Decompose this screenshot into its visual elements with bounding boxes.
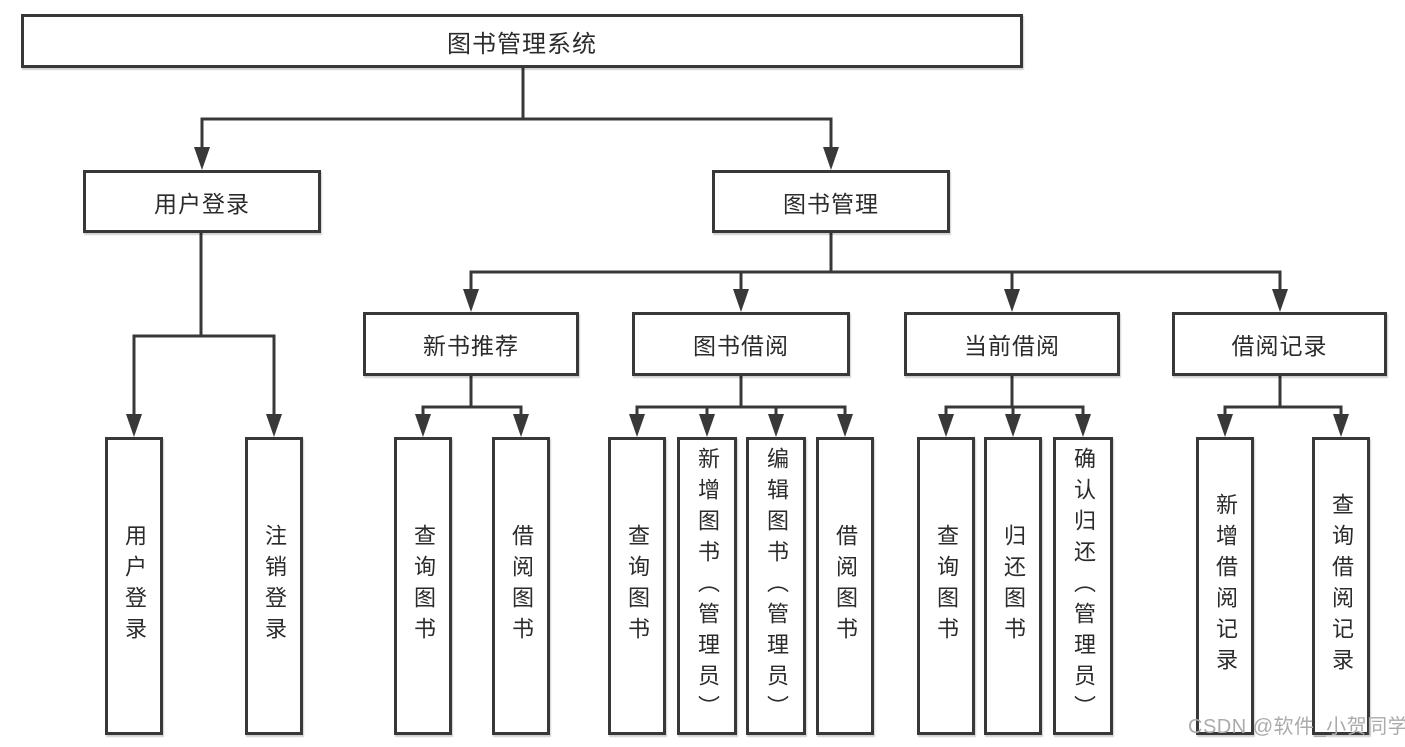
- node-current-borrow: 当前借阅: [904, 312, 1120, 376]
- node-label: 新增借阅记录: [1213, 493, 1238, 679]
- leaf-edit-books-admin: 编辑图书（管理员）: [746, 437, 806, 735]
- node-label: 用户登录: [122, 524, 147, 648]
- node-label: 用户登录: [154, 190, 250, 217]
- leaf-add-borrow-record: 新增借阅记录: [1196, 437, 1254, 735]
- leaf-return-books: 归还图书: [984, 437, 1042, 735]
- node-library-management-system: 图书管理系统: [21, 14, 1023, 68]
- node-label: 图书管理系统: [447, 30, 597, 58]
- node-label: 查询图书: [625, 524, 650, 648]
- node-new-book-recommend: 新书推荐: [363, 312, 579, 376]
- node-label: 图书借阅: [693, 333, 789, 359]
- node-user-login: 用户登录: [83, 170, 321, 233]
- csdn-watermark: CSDN @软件_小贺同学: [1188, 716, 1405, 738]
- node-label: 当前借阅: [964, 333, 1060, 359]
- leaf-query-books-recommend: 查询图书: [394, 437, 452, 735]
- node-label: 图书管理: [783, 190, 879, 217]
- leaf-borrow-books-recommend: 借阅图书: [492, 437, 550, 735]
- leaf-confirm-return-admin: 确认归还（管理员）: [1053, 437, 1113, 735]
- leaf-add-books-admin: 新增图书（管理员）: [677, 437, 737, 735]
- node-label: 归还图书: [1001, 524, 1026, 648]
- leaf-borrow-books: 借阅图书: [816, 437, 874, 735]
- node-label: 查询图书: [411, 524, 436, 648]
- arrowheads: [126, 147, 1349, 437]
- node-label: 查询借阅记录: [1329, 493, 1354, 679]
- node-label: 借阅记录: [1231, 333, 1328, 359]
- node-label: 借阅图书: [833, 524, 858, 648]
- node-borrow-records: 借阅记录: [1172, 312, 1387, 376]
- leaf-query-books-current: 查询图书: [917, 437, 975, 735]
- node-book-management: 图书管理: [712, 170, 950, 233]
- node-label: 新增图书（管理员）: [695, 446, 720, 726]
- node-label: 注销登录: [262, 524, 287, 648]
- node-label: 确认归还（管理员）: [1071, 446, 1096, 726]
- node-label: 借阅图书: [509, 524, 534, 648]
- node-label: 新书推荐: [423, 333, 519, 359]
- leaf-logout: 注销登录: [245, 437, 303, 735]
- node-label: 编辑图书（管理员）: [764, 446, 789, 726]
- node-label: 查询图书: [934, 524, 959, 648]
- leaf-query-books-borrow: 查询图书: [608, 437, 666, 735]
- node-book-borrow: 图书借阅: [632, 312, 850, 376]
- leaf-query-borrow-record: 查询借阅记录: [1312, 437, 1370, 735]
- leaf-user-login: 用户登录: [105, 437, 163, 735]
